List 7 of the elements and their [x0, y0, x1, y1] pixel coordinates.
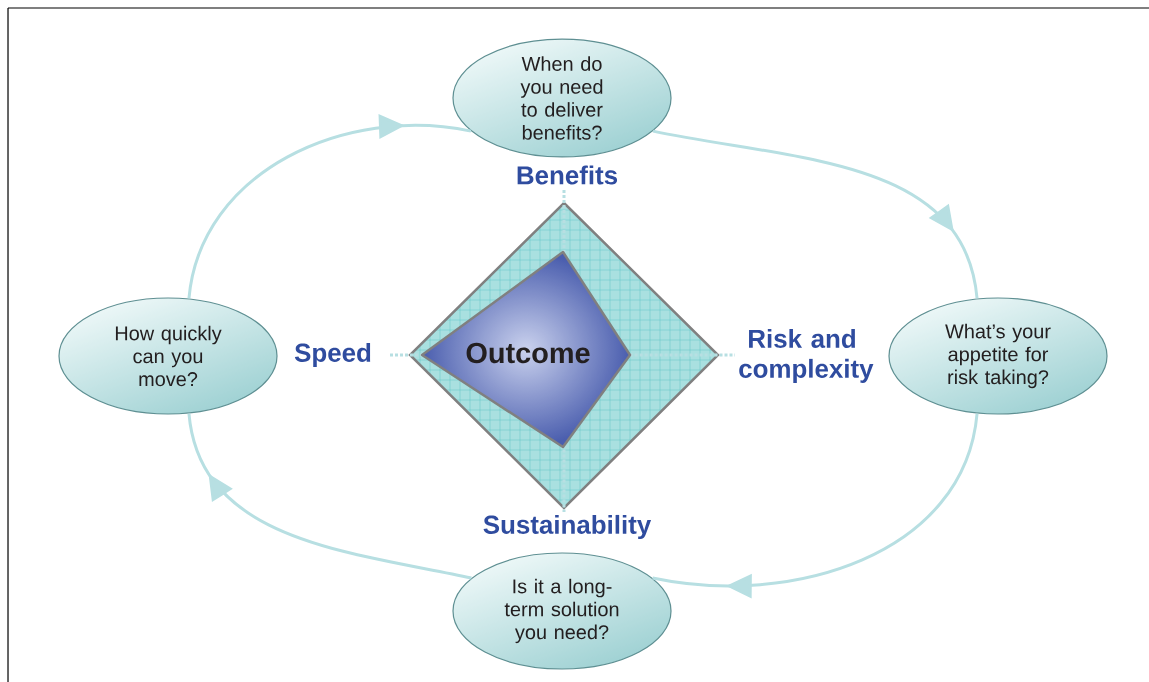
cycle-arrow: [187, 114, 472, 299]
axis-label: Sustainability: [483, 514, 652, 540]
cycle-arrow: [187, 413, 472, 580]
axis-label: Benefits: [517, 165, 618, 185]
cycle-arrow: [652, 413, 979, 599]
cycle-arrow: [652, 129, 979, 299]
axis-label: Speed: [294, 342, 371, 368]
